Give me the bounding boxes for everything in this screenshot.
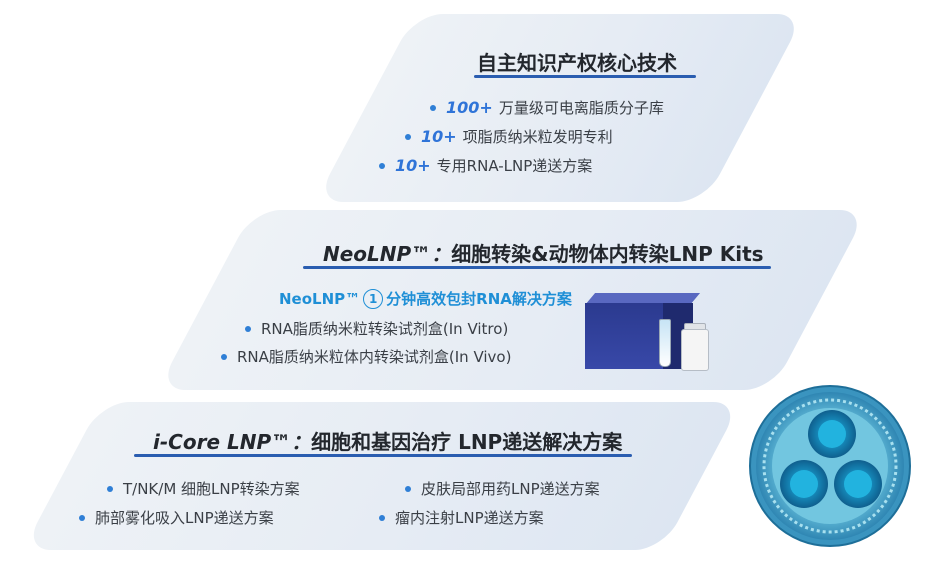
- neolnp-subheading-text: 分钟高效包封RNA解决方案: [386, 290, 572, 308]
- core-tech-item-number: 100+: [446, 98, 493, 117]
- icore-title-brand: i-Core LNP™：: [153, 430, 312, 454]
- neolnp-title-text: 细胞转染&动物体内转染LNP Kits: [451, 242, 764, 266]
- core-tech-item: 10+ 项脂质纳米粒发明专利: [405, 126, 613, 147]
- dot-icon: [430, 104, 436, 111]
- neolnp-subheading-brand: NeoLNP™: [279, 289, 361, 308]
- icore-underline: [134, 454, 632, 457]
- kit-vial: [681, 329, 709, 371]
- core-tech-item-text: 项脂质纳米粒发明专利: [462, 128, 613, 146]
- neolnp-item: RNA脂质纳米粒体内转染试剂盒(In Vivo): [221, 346, 511, 367]
- core-tech-item-text: 专用RNA-LNP递送方案: [436, 157, 593, 175]
- neolnp-subheading: NeoLNP™ 1 分钟高效包封RNA解决方案: [279, 288, 572, 309]
- particle-core-center: [818, 420, 846, 448]
- reagent-kit-image: [585, 293, 725, 375]
- icore-title-text: 细胞和基因治疗 LNP递送解决方案: [311, 430, 623, 454]
- core-tech-title: 自主知识产权核心技术: [477, 51, 677, 75]
- neolnp-item-text: RNA脂质纳米粒转染试剂盒(In Vitro): [261, 320, 509, 338]
- icore-item-text: 瘤内注射LNP递送方案: [395, 509, 544, 527]
- circled-number-icon: 1: [363, 288, 384, 309]
- neolnp-title: NeoLNP™：细胞转染&动物体内转染LNP Kits: [323, 238, 764, 267]
- dot-icon: [245, 325, 251, 332]
- dot-icon: [405, 133, 411, 140]
- neolnp-item-text: RNA脂质纳米粒体内转染试剂盒(In Vivo): [237, 348, 512, 366]
- neolnp-underline: [303, 266, 771, 269]
- dot-icon: [79, 514, 85, 521]
- icore-item-text: 皮肤局部用药LNP递送方案: [421, 480, 600, 498]
- particle-lipid-layer: [762, 398, 898, 534]
- core-tech-item: 100+ 万量级可电离脂质分子库: [430, 97, 664, 118]
- icore-item: 肺部雾化吸入LNP递送方案: [79, 507, 274, 528]
- icore-item-text: T/NK/M 细胞LNP转染方案: [123, 480, 300, 498]
- core-tech-underline: [474, 75, 696, 78]
- neolnp-item: RNA脂质纳米粒转染试剂盒(In Vitro): [245, 318, 508, 339]
- icore-item: 皮肤局部用药LNP递送方案: [405, 478, 600, 499]
- core-tech-item-text: 万量级可电离脂质分子库: [498, 99, 664, 117]
- dot-icon: [221, 353, 227, 360]
- core-tech-item-number: 10+: [395, 156, 431, 175]
- dot-icon: [107, 485, 113, 492]
- core-tech-item-number: 10+: [421, 127, 457, 146]
- dot-icon: [405, 485, 411, 492]
- particle-core-center: [844, 470, 872, 498]
- neolnp-title-brand: NeoLNP™：: [323, 242, 452, 266]
- icore-item: T/NK/M 细胞LNP转染方案: [107, 478, 300, 499]
- kit-box-front: [585, 303, 663, 369]
- icore-item: 瘤内注射LNP递送方案: [379, 507, 544, 528]
- icore-item-text: 肺部雾化吸入LNP递送方案: [95, 509, 274, 527]
- particle-outline: [749, 385, 911, 547]
- icore-title: i-Core LNP™：细胞和基因治疗 LNP递送解决方案: [153, 426, 622, 455]
- kit-tube: [659, 319, 671, 367]
- dot-icon: [379, 514, 385, 521]
- particle-core-center: [790, 470, 818, 498]
- dot-icon: [379, 162, 385, 169]
- lipid-nanoparticle-illustration: [749, 385, 911, 547]
- core-tech-item: 10+ 专用RNA-LNP递送方案: [379, 155, 592, 176]
